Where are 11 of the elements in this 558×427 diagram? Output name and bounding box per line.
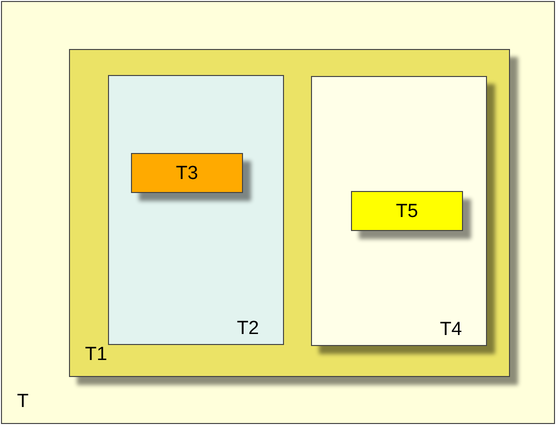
box-label: T — [17, 391, 29, 412]
box-label: T2 — [236, 318, 259, 339]
box-label: T3 — [176, 164, 198, 182]
box — [131, 153, 243, 193]
box — [351, 191, 463, 231]
box-label: T1 — [85, 344, 108, 365]
box-label: T5 — [396, 202, 418, 220]
box-label: T4 — [440, 319, 462, 340]
box — [69, 49, 510, 377]
box — [108, 75, 284, 345]
box — [311, 76, 487, 346]
